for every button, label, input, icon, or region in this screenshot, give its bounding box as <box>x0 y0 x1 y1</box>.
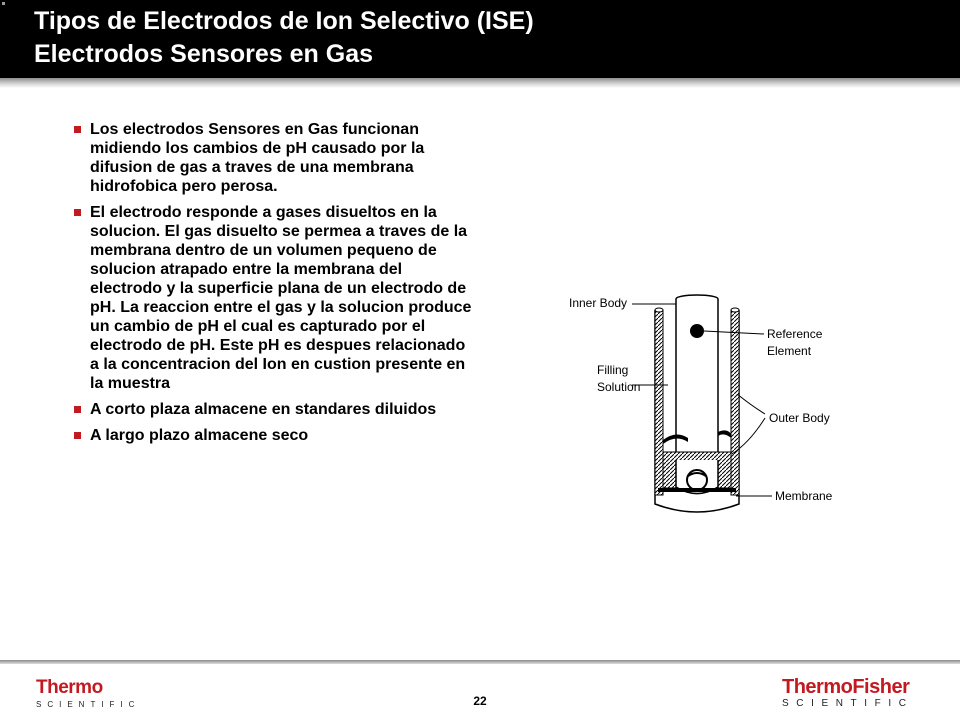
logo-right-sub: SCIENTIFIC <box>782 698 914 709</box>
bullet-item: A largo plazo almacene seco <box>72 426 472 445</box>
label-element: Element <box>767 344 812 358</box>
bullet-text: El electrodo responde a gases disueltos … <box>90 204 472 392</box>
outer-body <box>654 307 740 513</box>
bullet-item: El electrodo responde a gases disueltos … <box>72 203 472 393</box>
slide-title: Tipos de Electrodos de Ion Selectivo (IS… <box>34 7 534 35</box>
label-outer-body: Outer Body <box>769 411 830 425</box>
logo-left-word: Thermo <box>36 677 103 698</box>
page-number: 22 <box>473 694 487 708</box>
bullet-text: A corto plaza almacene en standares dilu… <box>90 401 437 418</box>
bullet-square-icon <box>74 432 81 439</box>
bullet-list: Los electrodos Sensores en Gas funcionan… <box>72 120 472 452</box>
title-shadow-bar <box>0 78 960 88</box>
leader-lines <box>632 303 772 497</box>
corner-mark <box>2 2 5 5</box>
gas-sensing-electrode-diagram: Inner Body Reference Element Filling Sol… <box>569 294 833 513</box>
slide-subtitle: Electrodos Sensores en Gas <box>34 40 374 68</box>
bullet-square-icon <box>74 209 81 216</box>
footer-divider <box>0 660 960 664</box>
reference-element-dot <box>690 324 704 338</box>
label-inner-body: Inner Body <box>569 296 627 310</box>
label-membrane: Membrane <box>775 489 833 503</box>
label-filling: Filling <box>597 363 628 377</box>
label-solution: Solution <box>597 380 640 394</box>
title-bar: Tipos de Electrodos de Ion Selectivo (IS… <box>0 0 960 78</box>
bullet-text: A largo plazo almacene seco <box>90 427 309 444</box>
bullet-item: Los electrodos Sensores en Gas funcionan… <box>72 120 472 196</box>
bullet-square-icon <box>74 126 81 133</box>
bullet-text: Los electrodos Sensores en Gas funcionan… <box>90 121 425 195</box>
bullet-square-icon <box>74 406 81 413</box>
label-reference: Reference <box>767 327 823 341</box>
logo-right-word: ThermoFisher <box>782 676 910 698</box>
bullet-item: A corto plaza almacene en standares dilu… <box>72 400 472 419</box>
logo-left-sub: SCIENTIFIC <box>36 700 141 709</box>
thermo-scientific-logo: Thermo SCIENTIFIC <box>36 678 140 711</box>
membrane-assembly <box>658 451 736 495</box>
thermofisher-scientific-logo: ThermoFisher SCIENTIFIC <box>782 677 914 710</box>
